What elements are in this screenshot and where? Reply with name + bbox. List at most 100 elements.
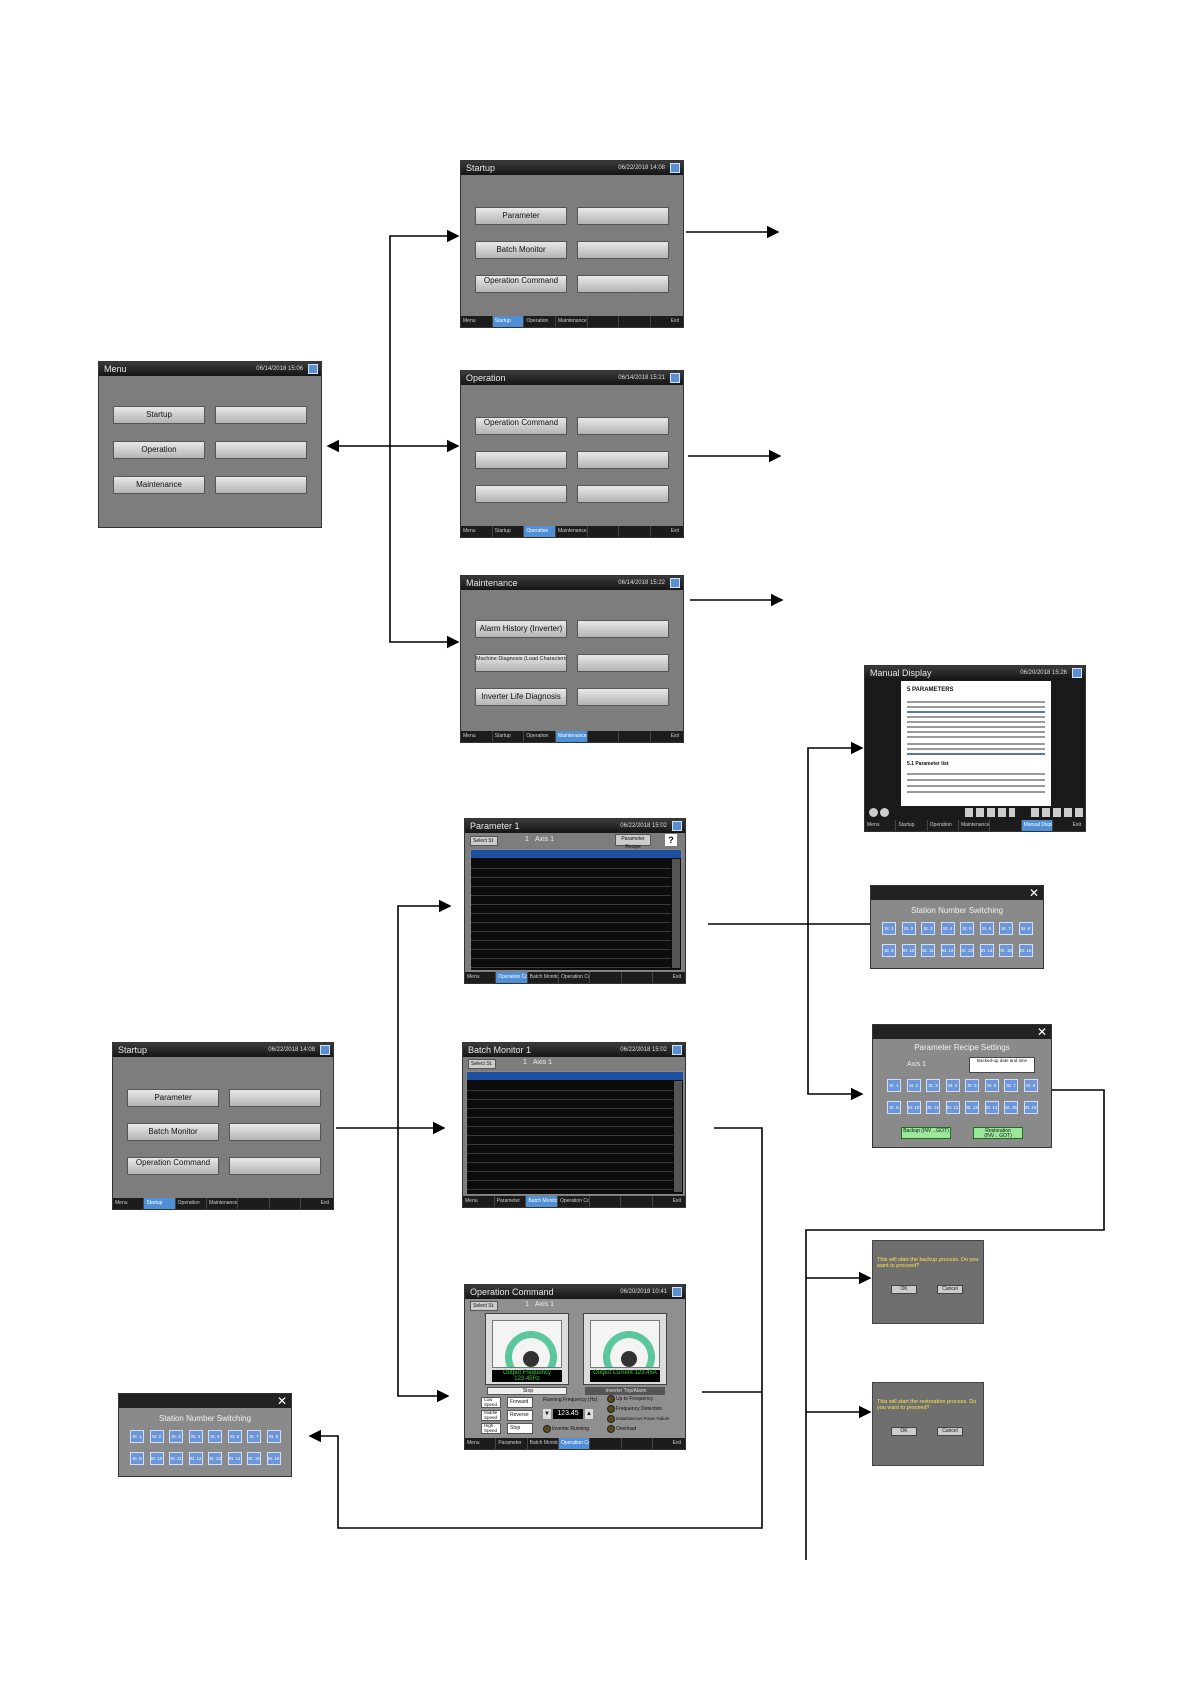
station-button[interactable]: St. 8 xyxy=(266,1430,281,1443)
blank-button[interactable] xyxy=(577,688,669,706)
backup-button[interactable]: Backup (INV→GOT) xyxy=(901,1127,951,1139)
station-button[interactable]: St. 10 xyxy=(149,1452,164,1465)
blank-button[interactable] xyxy=(215,406,307,424)
select-station-button[interactable]: Select St. xyxy=(470,1301,498,1311)
nav-batch-monitor[interactable]: Batch Monitor xyxy=(526,1196,559,1207)
select-station-button[interactable]: Select St. xyxy=(470,836,498,846)
parameter-button[interactable]: Parameter xyxy=(475,207,567,225)
station-button[interactable]: St. 9 xyxy=(130,1452,144,1465)
high-speed-button[interactable]: High Speed xyxy=(481,1423,501,1434)
screen-icon[interactable] xyxy=(308,364,318,374)
station-button[interactable]: St. 14 xyxy=(979,944,994,957)
screen-icon[interactable] xyxy=(670,163,680,173)
inverter-life-diagnosis-button[interactable]: Inverter Life Diagnosis xyxy=(475,688,567,706)
station-button[interactable]: St. 11 xyxy=(926,1101,940,1114)
nav-startup[interactable]: Startup xyxy=(144,1198,176,1209)
station-button[interactable]: St. 4 xyxy=(188,1430,203,1443)
decrease-icon[interactable]: ▼ xyxy=(543,1409,551,1419)
blank-button[interactable] xyxy=(577,241,669,259)
nav-batch-monitor[interactable]: Batch Monitor xyxy=(528,972,559,983)
manual-page[interactable]: 5 PARAMETERS 5.1 Parameter list xyxy=(901,681,1051,806)
station-button[interactable]: St. 5 xyxy=(965,1079,979,1092)
reverse-button[interactable]: Reverse xyxy=(507,1410,533,1421)
nav-exit[interactable]: Exit xyxy=(672,1440,681,1446)
nav-maintenance[interactable]: Maintenance xyxy=(556,526,588,537)
blank-button[interactable] xyxy=(229,1123,321,1141)
station-button[interactable]: St. 4 xyxy=(940,922,955,935)
machine-diagnosis-button[interactable]: Machine Diagnosis (Load Characteristics … xyxy=(475,654,567,672)
nav-menu[interactable]: Menu xyxy=(465,1438,497,1449)
close-icon[interactable]: ✕ xyxy=(276,1394,287,1408)
nav-exit[interactable]: Exit xyxy=(670,733,680,739)
nav-operation[interactable]: Operation xyxy=(524,526,557,537)
blank-button[interactable] xyxy=(577,485,669,503)
nav-operation-command-2[interactable]: Operation Command xyxy=(559,972,591,983)
station-button[interactable]: St. 11 xyxy=(169,1452,183,1465)
nav-startup[interactable]: Startup xyxy=(493,731,525,742)
parameter-button[interactable]: Parameter xyxy=(127,1089,219,1107)
nav-startup[interactable]: Startup xyxy=(492,316,525,327)
parameter-recipe-button[interactable]: Parameter Recipe xyxy=(615,834,651,850)
station-button[interactable]: St. 13 xyxy=(208,1452,222,1465)
nav-menu[interactable]: Menu xyxy=(865,820,897,831)
station-button[interactable]: St. 14 xyxy=(227,1452,242,1465)
station-button[interactable]: St. 16 xyxy=(1018,944,1033,957)
nav-parameter[interactable]: Parameter xyxy=(496,1438,528,1449)
blank-button[interactable] xyxy=(229,1157,321,1175)
ok-button[interactable]: OK xyxy=(891,1427,917,1436)
restoration-button[interactable]: Restoration (INV←GOT) xyxy=(973,1127,1023,1139)
nav-menu[interactable]: Menu xyxy=(113,1198,145,1209)
nav-exit[interactable]: Exit xyxy=(670,318,680,324)
close-icon[interactable]: ✕ xyxy=(1028,886,1039,900)
station-button[interactable]: St. 15 xyxy=(247,1452,261,1465)
nav-menu[interactable]: Menu xyxy=(461,526,493,537)
station-button[interactable]: St. 2 xyxy=(901,922,916,935)
screen-icon[interactable] xyxy=(670,373,680,383)
zoom-out-icon[interactable] xyxy=(880,808,889,817)
nav-menu[interactable]: Menu xyxy=(465,972,497,983)
station-button[interactable]: St. 1 xyxy=(887,1079,901,1092)
nav-exit[interactable]: Exit xyxy=(1072,822,1081,828)
blank-button[interactable] xyxy=(577,207,669,225)
station-button[interactable]: St. 7 xyxy=(247,1430,261,1443)
nav-batch-monitor[interactable]: Batch Monitor xyxy=(528,1438,559,1449)
blank-button[interactable] xyxy=(577,654,669,672)
station-button[interactable]: St. 8 xyxy=(1023,1079,1038,1092)
nav-operation-command[interactable]: Operation Command xyxy=(496,972,528,983)
blank-button[interactable] xyxy=(475,451,567,469)
nav-menu[interactable]: Menu xyxy=(463,1196,495,1207)
operation-command-button[interactable]: Operation Command xyxy=(475,275,567,293)
parameter-table[interactable] xyxy=(470,849,682,971)
forward-button[interactable]: Forward xyxy=(507,1397,533,1408)
screen-icon[interactable] xyxy=(1072,668,1082,678)
blank-button[interactable] xyxy=(215,476,307,494)
scrollbar[interactable] xyxy=(674,1081,682,1192)
page-controls[interactable] xyxy=(1031,808,1083,817)
screen-icon[interactable] xyxy=(320,1045,330,1055)
station-button[interactable]: St. 3 xyxy=(169,1430,183,1443)
cancel-button[interactable]: Cancel xyxy=(937,1427,963,1436)
station-button[interactable]: St. 1 xyxy=(882,922,896,935)
blank-button[interactable] xyxy=(215,441,307,459)
station-button[interactable]: St. 5 xyxy=(960,922,974,935)
nav-maintenance[interactable]: Maintenance xyxy=(556,316,588,327)
nav-manual-display[interactable]: Manual Display xyxy=(1021,820,1053,831)
nav-menu[interactable]: Menu xyxy=(461,731,493,742)
nav-operation[interactable]: Operation xyxy=(524,731,557,742)
nav-exit[interactable]: Exit xyxy=(320,1200,329,1206)
blank-button[interactable] xyxy=(229,1089,321,1107)
stop-button[interactable]: Stop xyxy=(507,1423,533,1434)
nav-exit[interactable]: Exit xyxy=(672,974,681,980)
blank-button[interactable] xyxy=(577,451,669,469)
batch-monitor-button[interactable]: Batch Monitor xyxy=(475,241,567,259)
increase-icon[interactable]: ▲ xyxy=(585,1409,593,1419)
nav-operation[interactable]: Operation xyxy=(928,820,959,831)
station-button[interactable]: St. 12 xyxy=(940,944,955,957)
station-button[interactable]: St. 9 xyxy=(887,1101,901,1114)
station-button[interactable]: St. 14 xyxy=(984,1101,999,1114)
screen-icon[interactable] xyxy=(672,1287,682,1297)
blank-button[interactable] xyxy=(577,275,669,293)
station-button[interactable]: St. 3 xyxy=(921,922,935,935)
close-icon[interactable]: ✕ xyxy=(1036,1025,1047,1039)
operation-command-button[interactable]: Operation Command xyxy=(475,417,567,435)
